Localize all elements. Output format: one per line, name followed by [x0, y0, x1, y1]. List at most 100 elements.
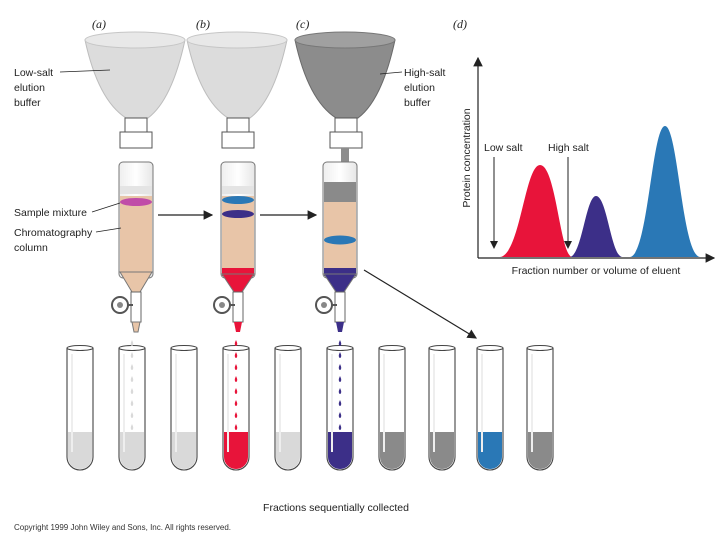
tube-glass — [326, 348, 354, 471]
resin-a — [120, 196, 152, 272]
drip-drop — [338, 364, 342, 370]
arrow-c-to-tube — [363, 269, 478, 339]
stopper-c — [334, 117, 358, 133]
tube-glass — [222, 348, 250, 471]
sample-band-a — [120, 198, 152, 206]
svg-text:column: column — [14, 242, 48, 254]
drip-drop — [234, 340, 238, 346]
tube-glass — [66, 348, 94, 471]
svg-text:Chromatography: Chromatography — [14, 227, 93, 239]
peak-red — [500, 165, 572, 257]
blue-band-c — [324, 235, 356, 245]
purple-band-b — [222, 210, 254, 218]
test-tube — [66, 344, 94, 471]
svg-text:Sample mixture: Sample mixture — [14, 207, 87, 219]
tube-liquid — [224, 432, 248, 469]
test-tube — [476, 344, 504, 471]
drip-drop — [338, 340, 342, 346]
drip-drop — [130, 340, 134, 346]
chromatography-column-label: Chromatography column — [14, 227, 122, 254]
tube-glass — [274, 348, 302, 471]
drip-drop — [130, 388, 134, 394]
drip-drop — [234, 376, 238, 382]
resin-b — [222, 196, 254, 272]
svg-text:Low-salt: Low-salt — [14, 67, 53, 79]
panel-label-b: (b) — [196, 17, 210, 31]
test-tube — [428, 344, 456, 471]
drip-drop — [234, 364, 238, 370]
elution-profile-graph: Protein concentration Fraction number or… — [461, 56, 716, 277]
drip-drop — [130, 352, 134, 358]
svg-text:elution: elution — [14, 82, 45, 94]
tube-glass — [118, 348, 146, 471]
tube-liquid — [120, 432, 144, 469]
panel-label-c: (c) — [296, 17, 309, 31]
tube-liquid — [328, 432, 352, 469]
peak-blue — [630, 126, 700, 257]
drip-drop — [338, 376, 342, 382]
drip-drop — [338, 400, 342, 406]
test-tube — [170, 344, 198, 471]
fractions-caption: Fractions sequentially collected — [263, 502, 409, 514]
tube-glass — [378, 348, 406, 471]
red-band-b — [222, 268, 254, 276]
drip-drop — [130, 412, 134, 418]
peak-purple — [570, 196, 622, 257]
test-tube — [326, 340, 354, 471]
stopper-b — [226, 117, 250, 133]
svg-text:elution: elution — [404, 82, 435, 94]
tube-glass — [170, 348, 198, 471]
test-tube — [378, 344, 406, 471]
column-b — [186, 31, 288, 332]
tube-glass — [476, 348, 504, 471]
fraction-tubes — [66, 340, 554, 471]
tube-liquid — [68, 432, 92, 469]
drip-drop — [234, 388, 238, 394]
copyright: Copyright 1999 John Wiley and Sons, Inc.… — [14, 523, 231, 532]
test-tube — [222, 340, 250, 471]
drip-drop — [338, 352, 342, 358]
svg-text:buffer: buffer — [404, 97, 431, 109]
high-salt-buffer-label: High-salt elution buffer — [379, 67, 446, 109]
tube-liquid — [430, 432, 454, 469]
drip-drop — [234, 400, 238, 406]
drip-drop — [338, 424, 342, 430]
tube-liquid — [478, 432, 502, 469]
test-tube — [526, 344, 554, 471]
high-salt-label: High salt — [548, 142, 589, 154]
drip-drop — [234, 352, 238, 358]
test-tube — [118, 340, 146, 471]
blue-band-b — [222, 196, 254, 204]
graph-ylabel: Protein concentration — [461, 108, 473, 207]
low-salt-buffer-label: Low-salt elution buffer — [14, 67, 111, 109]
test-tube — [274, 344, 302, 471]
graph-xlabel: Fraction number or volume of eluent — [512, 265, 681, 277]
stopper-a — [124, 117, 148, 133]
tube-liquid — [276, 432, 300, 469]
drip-drop — [130, 376, 134, 382]
svg-text:High-salt: High-salt — [404, 67, 446, 79]
purple-band-c — [324, 268, 356, 276]
panel-label-a: (a) — [92, 17, 106, 31]
column-a — [84, 31, 186, 333]
drip-drop — [338, 412, 342, 418]
tube-liquid — [528, 432, 552, 469]
drip-drop — [130, 424, 134, 430]
high-salt-front-c — [324, 182, 356, 202]
tube-liquid — [172, 432, 196, 469]
drip-drop — [234, 412, 238, 418]
drip-drop — [338, 388, 342, 394]
low-salt-label: Low salt — [484, 142, 523, 154]
svg-text:buffer: buffer — [14, 97, 41, 109]
tube-glass — [428, 348, 456, 471]
drip-drop — [234, 424, 238, 430]
drip-drop — [130, 364, 134, 370]
drip-drop — [130, 400, 134, 406]
tube-glass — [526, 348, 554, 471]
sample-mixture-label: Sample mixture — [14, 202, 121, 219]
column-c — [294, 31, 396, 332]
panel-label-d: (d) — [453, 17, 467, 31]
tube-liquid — [380, 432, 404, 469]
resin-c — [324, 190, 356, 272]
